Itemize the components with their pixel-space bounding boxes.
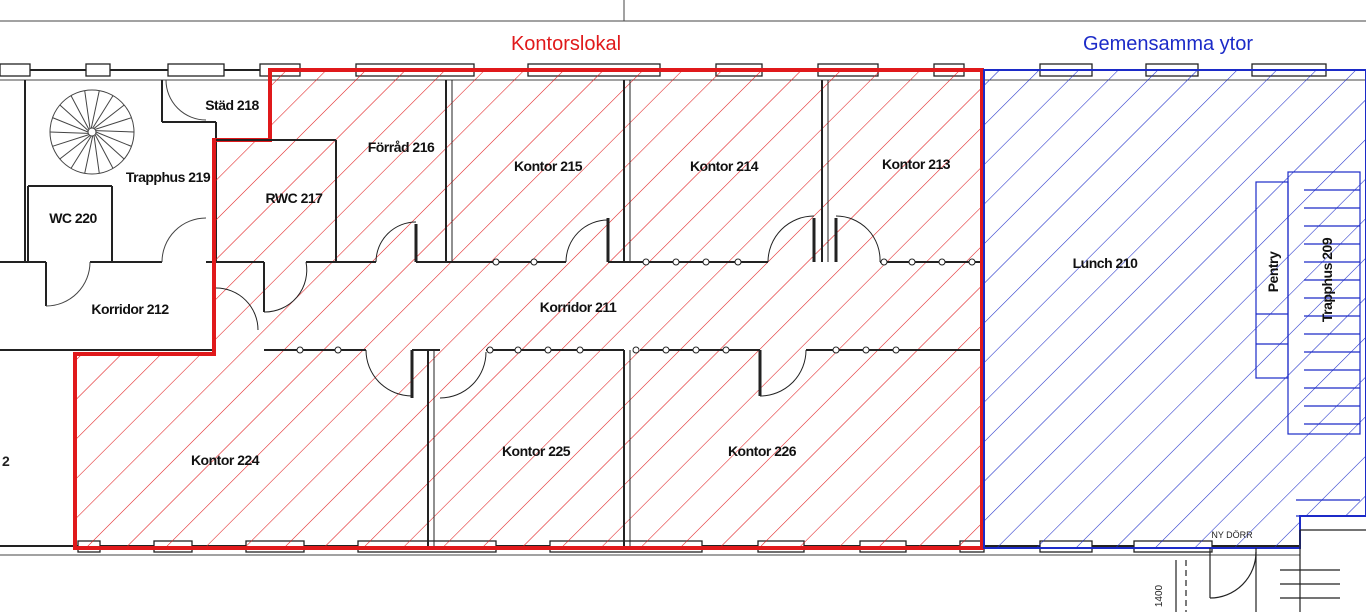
- office-area-zone: [73, 68, 984, 550]
- shared-area-zone: [983, 69, 1366, 549]
- room-label-korridor-211: Korridor 211: [540, 299, 617, 315]
- room-label-trapphus-219: Trapphus 219: [126, 169, 211, 185]
- annotation-dimension: 1400: [1154, 584, 1165, 607]
- room-label-pentry: Pentry: [1265, 251, 1281, 292]
- room-label-forrad-216: Förråd 216: [368, 139, 435, 155]
- room-label-trapphus-209: Trapphus 209: [1319, 237, 1335, 322]
- room-label-kontor-226: Kontor 226: [728, 443, 797, 459]
- room-label-rwc-217: RWC 217: [266, 190, 324, 206]
- room-label-korridor-212: Korridor 212: [91, 301, 169, 317]
- legend-office-label: Kontorslokal: [511, 33, 621, 55]
- room-label-kontor-214: Kontor 214: [690, 158, 759, 174]
- legend-shared-label: Gemensamma ytor: [1083, 33, 1253, 55]
- annotation-edge-digit: 2: [2, 453, 10, 469]
- room-label-lunch-210: Lunch 210: [1073, 255, 1138, 271]
- annotation-ny-dorr: NY DÖRR: [1211, 530, 1253, 540]
- room-label-wc-220: WC 220: [49, 210, 97, 226]
- room-label-kontor-225: Kontor 225: [502, 443, 571, 459]
- office-interior-walls: [215, 80, 980, 546]
- spiral-staircase: [49, 89, 135, 175]
- shared-interior: [1255, 171, 1366, 517]
- room-label-kontor-213: Kontor 213: [882, 156, 951, 172]
- new-door-detail: [1175, 529, 1366, 612]
- room-label-stad-218: Städ 218: [205, 97, 259, 113]
- room-label-kontor-224: Kontor 224: [191, 452, 260, 468]
- room-label-kontor-215: Kontor 215: [514, 158, 583, 174]
